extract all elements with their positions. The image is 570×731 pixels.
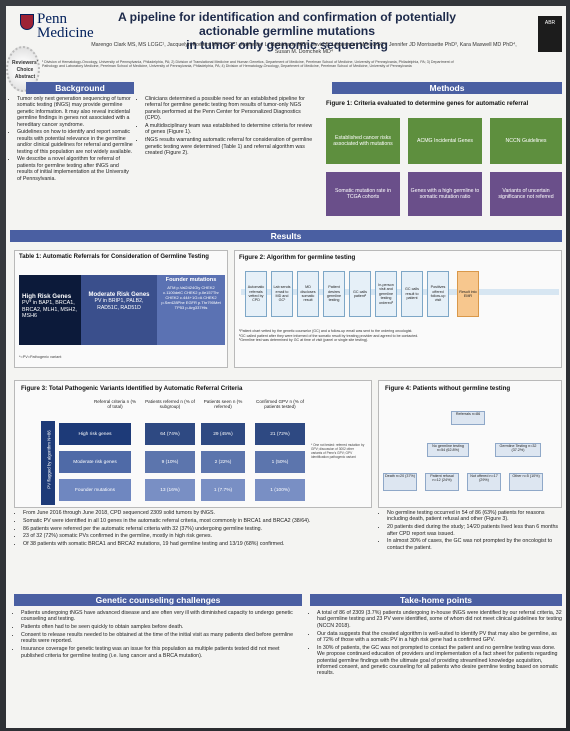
ribbon-text-2: Choice [16,67,34,73]
fig3-cell-r1-c2: 2 (22%) [201,451,245,473]
fig3-cell-r0-c0: High risk genes [59,423,131,445]
figure2-title: Figure 2: Algorithm for germline testing [239,254,356,261]
background-text: Tumor only next generation sequencing of… [10,96,134,246]
fig3-cell-r1-c1: 9 (10%) [145,451,195,473]
fig3-cell-r1-c0: Moderate risk genes [59,451,131,473]
poster: Penn Medicine Reviewers' Choice Abstract… [6,6,566,728]
institution-logo: ABR [538,16,562,52]
fig3-cell-r0-c2: 29 (45%) [201,423,245,445]
table1-footnote: *=PV=Pathogenic variant [19,355,62,359]
poster-title: A pipeline for identification and confir… [117,10,457,52]
ribbon-text-3: Abstract [14,74,36,80]
flow-step-4: Patient desires germline testing [323,271,345,317]
fig4-node-refusal: Patient refusal n=12 (24%) [425,473,459,491]
fig3-cell-r2-c2: 1 (7.7%) [201,479,245,501]
figure4: Figure 4: Patients without germline test… [378,380,562,508]
flow-arrow [241,289,559,295]
criteria-box-tcga: Somatic mutation rate in TCGA cohorts [326,172,400,216]
fig3-cell-r1-c3: 1 (50%) [255,451,305,473]
fig3-cell-r0-c1: 64 (74%) [145,423,195,445]
author-list: Marengo Clark MS, MS LCGC¹, Jacquelyn Po… [91,42,517,55]
takehome-header: Take-home points [310,594,562,606]
fig3-cell-r2-c1: 13 (16%) [145,479,195,501]
fig3-cell-r2-c3: 1 (100%) [255,479,305,501]
background-text-2: Clinicians determined a possible need fo… [138,96,314,246]
affiliations: ¹ Division of Hematology-Oncology, Unive… [42,60,454,69]
fig4-node-testing: Germline Testing n=32 (37.2%) [495,443,541,457]
fig4-node-referrals: Referrals n=86 [451,411,485,425]
flow-step-9: Result into EMR [457,271,479,317]
criteria-box-cancer-risk: Established cancer risks associated with… [326,118,400,164]
flow-step-6: In-person visit and germline testing ord… [375,271,397,317]
flow-step-5: GC calls patient² [349,271,371,317]
penn-shield-icon [20,14,34,30]
table1-moderate-risk-cell: Moderate Risk Genes PV in BRIP1, PALB2, … [81,275,157,345]
ribbon-text-1: Reviewers' [12,60,38,66]
fig3-col-2: Patients referred n (% of subgroup) [145,399,195,410]
fig3-side-label: PV flagged by algorithm N=86 [46,430,52,489]
logo-text-line1: Penn [37,11,67,27]
fig3-col-1: Referral criteria n (% of total) [93,399,137,410]
flow-step-7: GC calls result to patient [401,271,423,317]
figure4-title: Figure 4: Patients without germline test… [385,385,511,392]
figure1-title: Figure 1: Criteria evaluated to determin… [326,100,529,107]
criteria-box-acmg: ACMG Incidental Genes [408,118,482,164]
table1: Table 1: Automatic Referrals for Conside… [14,250,228,368]
fig4-node-not-offered: Not offered n=17 (29%) [467,473,501,491]
table1-high-risk-cell: High Risk Genes PV* in BAP1, BRCA1, BRCA… [19,275,81,345]
flow-step-8: Positives offered follow-up visit [427,271,449,317]
fig3-cell-r0-c3: 21 (72%) [255,423,305,445]
fig4-node-death: Death n=20 (37%) [383,473,417,491]
criteria-box-nccn: NCCN Guidelines [490,118,562,164]
table1-founder-cell: Founder mutations ATM p.Val2424Gly CHEK2… [157,275,225,345]
penn-medicine-logo: Penn Medicine [20,12,100,46]
fig3-side-label-box [41,421,55,505]
fig3-col-3: Patients seen n (% referred) [203,399,243,410]
fig4-node-no-testing: No germline testing n=54 (62.8%) [427,443,469,457]
takehome-text: A total of 86 of 2309 (3.7%) patients un… [310,610,562,678]
logo-text-line2: Medicine [37,25,94,41]
methods-header: Methods [332,82,562,94]
criteria-box-germline: Genes with a high germline to somatic mu… [408,172,482,216]
flow-step-1: Automatic referrals vetted by CPD [245,271,267,317]
fig3-results-text: From June 2016 through June 2018, CPD se… [16,510,372,549]
fig3-note: * One not tested: referred mutation by G… [311,443,365,459]
figure2-flowchart: Automatic referrals vetted by CPD Lab se… [237,259,561,317]
fig4-node-other: Other n=5 (10%) [509,473,543,491]
criteria-box-vus: Variants of uncertain significance not r… [490,172,562,216]
challenges-text: Patients undergoing tNGS have advanced d… [14,610,302,660]
fig4-results-text: No germline testing occurred in 54 of 86… [380,510,562,553]
flow-step-3: MD discloses somatic result [297,271,319,317]
fig3-col-4: Confirmed GPV n (% of patients tested) [256,399,304,410]
figure3-title: Figure 3: Total Pathogenic Variants Iden… [21,385,243,392]
results-header: Results [10,230,562,242]
figure3: Figure 3: Total Pathogenic Variants Iden… [14,380,372,508]
figure2-footnotes: ¹Patient chart vetted by the genetic cou… [239,329,419,343]
background-header: Background [26,82,134,94]
challenges-header: Genetic counseling challenges [14,594,302,606]
flow-step-2: Lab sends email to MD and GC¹ [271,271,293,317]
fig3-cell-r2-c0: Founder mutations [59,479,131,501]
table1-title: Table 1: Automatic Referrals for Conside… [19,254,209,260]
figure2: Figure 2: Algorithm for germline testing… [234,250,562,368]
